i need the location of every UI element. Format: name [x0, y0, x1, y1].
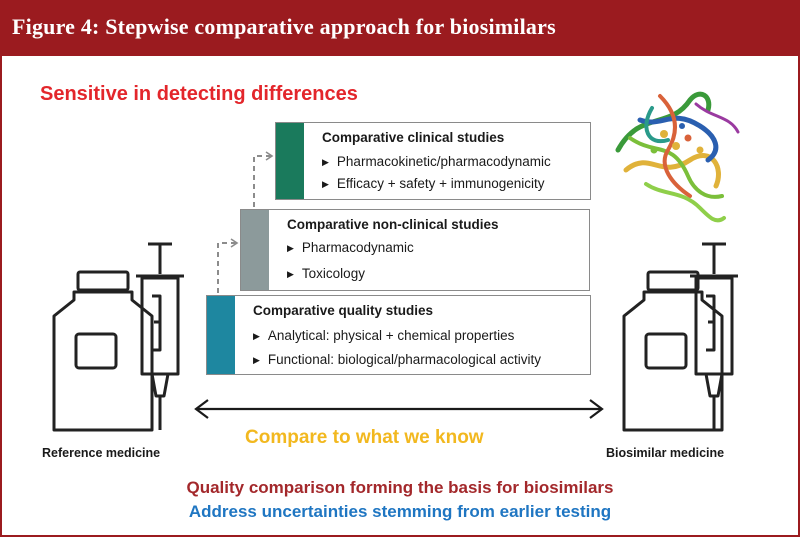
- clinical-item: ▶Efficacy + safety + immunogenicity: [322, 176, 545, 191]
- step-arrow-lower: [217, 238, 239, 293]
- biosimilar-medicine-label: Biosimilar medicine: [606, 446, 725, 460]
- clinical-item: ▶Pharmacokinetic/pharmacodynamic: [322, 154, 551, 169]
- nonclinical-studies-title: Comparative non-clinical studies: [287, 217, 499, 232]
- figure-title: Figure 4: Stepwise comparative approach …: [12, 14, 556, 39]
- nonclinical-studies-box: Comparative non-clinical studies ▶Pharma…: [240, 209, 590, 291]
- clinical-studies-title: Comparative clinical studies: [322, 130, 505, 145]
- quality-comparison-text: Quality comparison forming the basis for…: [186, 478, 614, 497]
- sensitive-label: Sensitive in detecting differences: [40, 83, 358, 105]
- compare-arrow: [194, 399, 604, 419]
- quality-item: ▶Functional: biological/pharmacological …: [253, 352, 542, 367]
- nonclinical-color-bar: [241, 210, 269, 290]
- quality-item: ▶Analytical: physical + chemical propert…: [253, 328, 515, 343]
- bullet-icon: ▶: [287, 269, 294, 279]
- bullet-icon: ▶: [253, 355, 260, 365]
- nonclinical-item: ▶Pharmacodynamic: [287, 240, 414, 255]
- bullet-icon: ▶: [287, 243, 294, 253]
- figure-header: Figure 4: Stepwise comparative approach …: [0, 0, 800, 56]
- clinical-color-bar: [276, 123, 304, 199]
- reference-medicine-label: Reference medicine: [42, 446, 161, 460]
- bullet-icon: ▶: [322, 179, 329, 189]
- clinical-studies-box: Comparative clinical studies ▶Pharmacoki…: [275, 122, 591, 200]
- quality-studies-box: Comparative quality studies ▶Analytical:…: [206, 295, 591, 375]
- nonclinical-item: ▶Toxicology: [287, 266, 365, 281]
- figure-border: [0, 56, 800, 537]
- quality-color-bar: [207, 296, 235, 374]
- quality-studies-title: Comparative quality studies: [253, 303, 434, 318]
- compare-label: Compare to what we know: [245, 427, 484, 448]
- address-uncertainties-text: Address uncertainties stemming from earl…: [188, 502, 612, 521]
- bullet-icon: ▶: [322, 157, 329, 167]
- bullet-icon: ▶: [253, 331, 260, 341]
